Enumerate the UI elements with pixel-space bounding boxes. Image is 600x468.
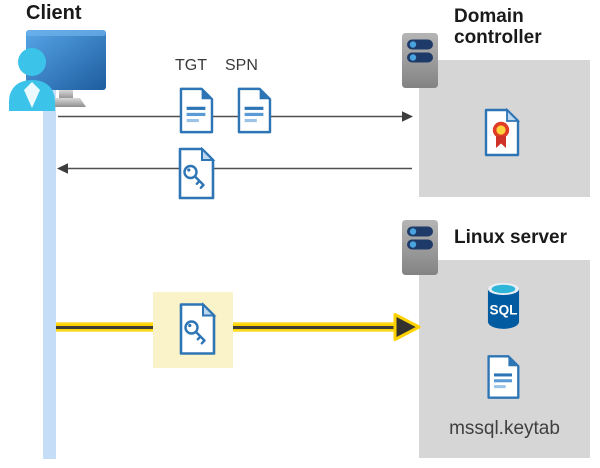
- spn-label: SPN: [225, 57, 258, 74]
- document-icon: [237, 87, 272, 134]
- document-icon: [487, 355, 520, 399]
- key-document-icon: [178, 147, 216, 200]
- linux-server-label: Linux server: [454, 227, 567, 248]
- tgt-label: TGT: [175, 57, 207, 74]
- server-icon: [402, 220, 438, 275]
- client-lifeline: [43, 88, 56, 459]
- sql-label: SQL: [490, 303, 518, 318]
- document-icon: [179, 87, 214, 134]
- arrow-right-icon: [58, 111, 413, 122]
- key-document-icon: [179, 302, 217, 355]
- server-icon: [402, 33, 438, 88]
- yellow-arrowhead-icon: [393, 313, 421, 341]
- client-workstation-icon: [9, 30, 106, 111]
- arrow-left-icon: [57, 163, 412, 174]
- sql-database-icon: SQL: [487, 282, 520, 329]
- domain-controller-label: Domain controller: [454, 6, 542, 49]
- client-label: Client: [26, 2, 82, 24]
- certificate-icon: [484, 108, 521, 157]
- keytab-filename-label: mssql.keytab: [449, 418, 560, 439]
